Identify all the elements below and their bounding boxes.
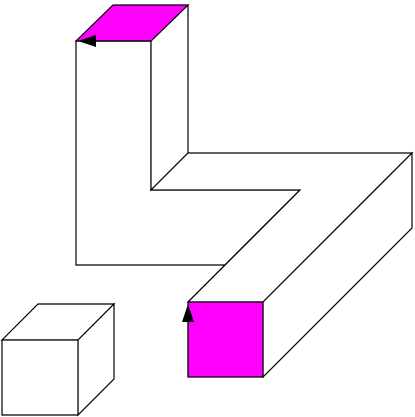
- unit-cube: [0, 302, 116, 417]
- arrow-left-icon: [78, 35, 151, 47]
- bent-prism: [75, 3, 414, 379]
- prism-inner-edge: [187, 189, 301, 303]
- highlighted-front-face: [187, 301, 264, 378]
- cube-front-face: [1, 339, 79, 416]
- arrow-up-icon: [182, 304, 194, 377]
